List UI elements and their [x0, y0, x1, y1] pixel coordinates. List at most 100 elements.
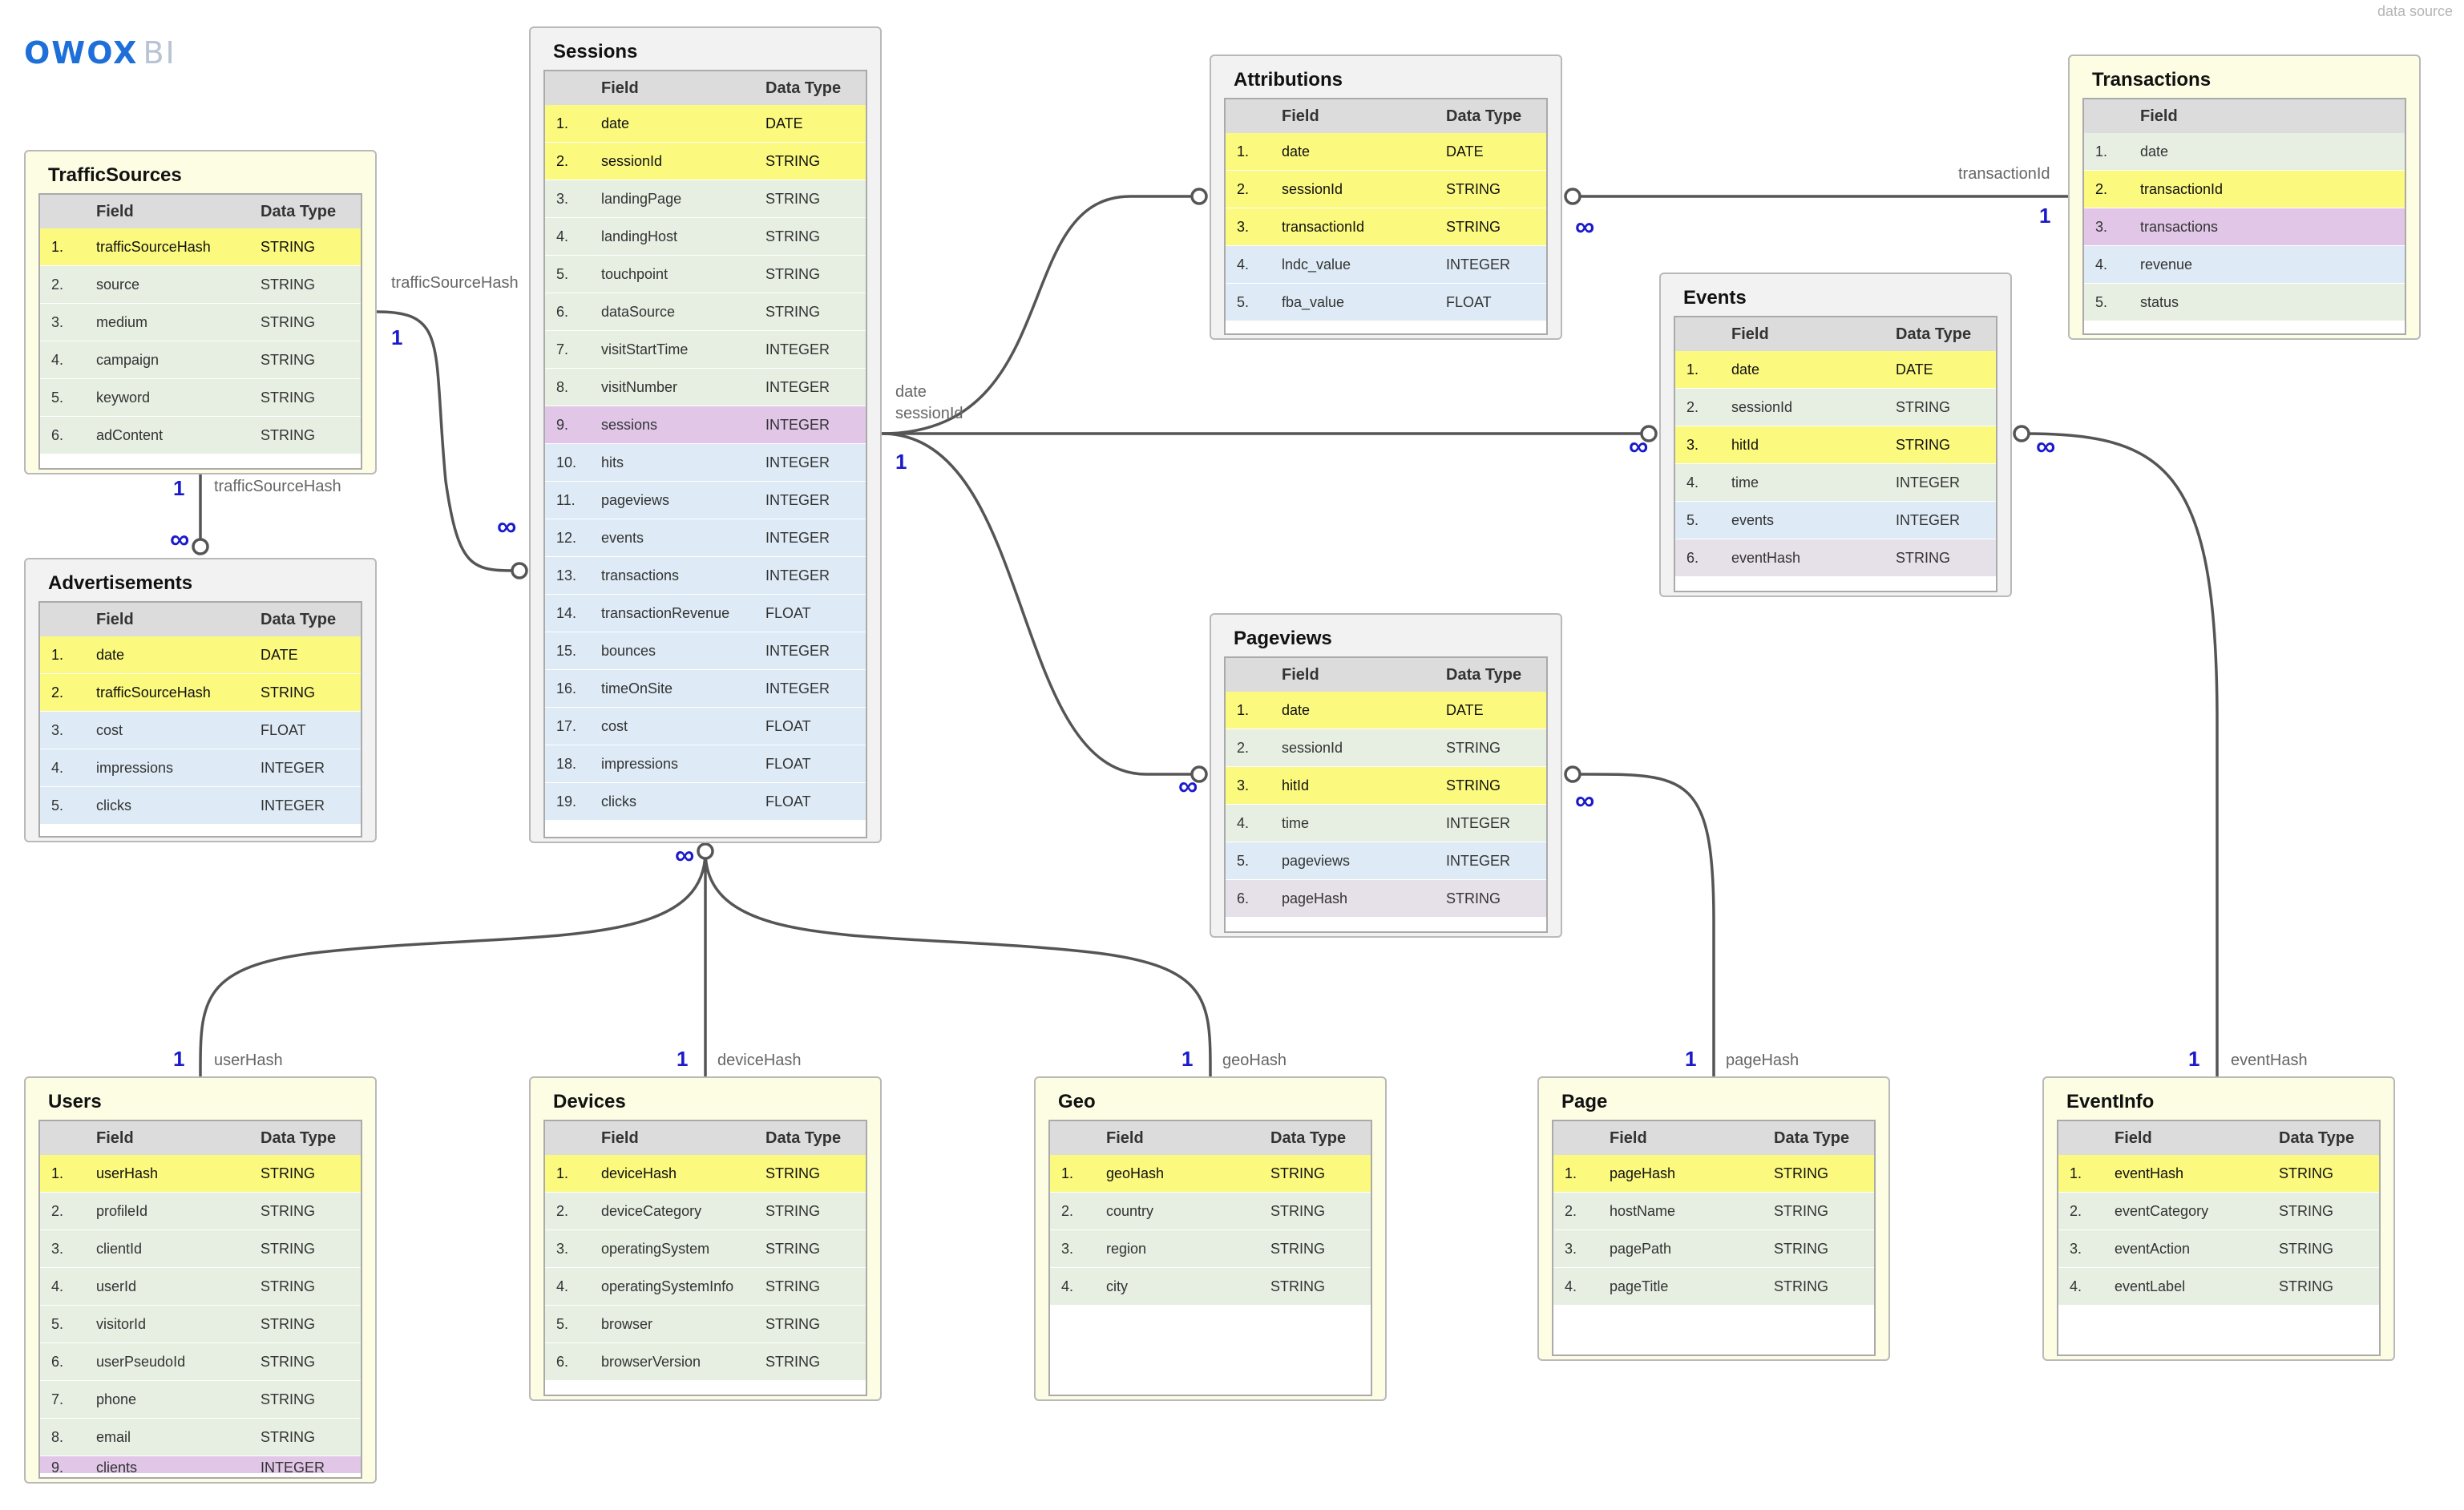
row-number: 1. [1061, 1165, 1074, 1181]
field-row[interactable]: 2.transactionId [2084, 171, 2405, 208]
cardinality-one-trafficsources: 1 [391, 325, 403, 349]
field-name: sessions [601, 416, 658, 433]
header-type: Data Type [1446, 107, 1522, 125]
field-type: STRING [1896, 549, 1951, 566]
row-number: 3. [1565, 1240, 1577, 1257]
field-row[interactable]: 3.transactions [2084, 208, 2405, 246]
field-name: time [1731, 474, 1759, 491]
field-row[interactable]: 1.date [2084, 133, 2405, 171]
field-row[interactable]: 5.status [2084, 284, 2405, 321]
field-name: sessionId [601, 152, 663, 169]
field-row[interactable]: 4.revenue [2084, 246, 2405, 284]
field-name: browser [601, 1315, 653, 1332]
